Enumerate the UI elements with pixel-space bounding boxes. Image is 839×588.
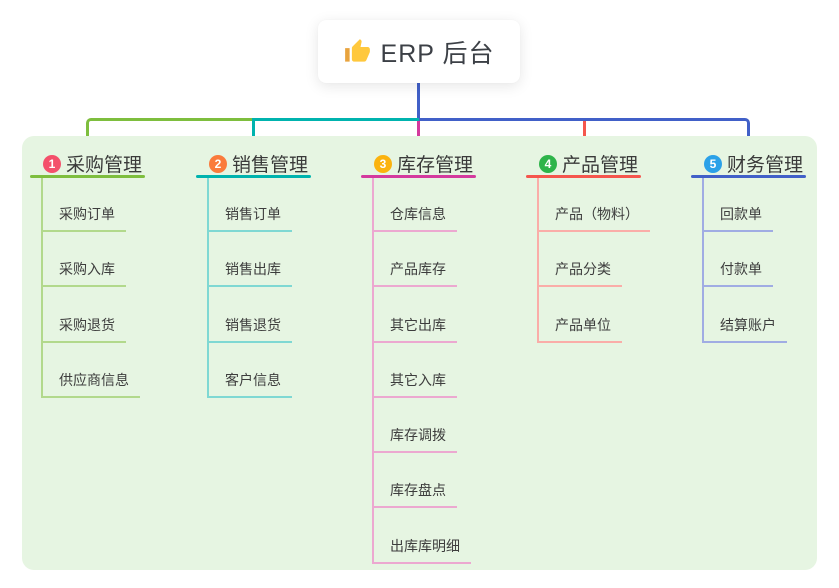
child-node[interactable]: 仓库信息: [372, 205, 457, 232]
child-node[interactable]: 供应商信息: [41, 371, 140, 398]
bus-elbow-left-green: [86, 118, 254, 145]
child-label: 销售出库: [225, 261, 281, 277]
branch-underline: [361, 175, 476, 178]
child-node[interactable]: 付款单: [702, 260, 773, 287]
root-node[interactable]: ERP 后台: [318, 20, 520, 83]
child-label: 产品分类: [555, 261, 611, 277]
child-label: 产品（物料）: [555, 206, 639, 222]
child-node[interactable]: 客户信息: [207, 371, 292, 398]
child-label: 采购订单: [59, 206, 115, 222]
child-node[interactable]: 其它出库: [372, 316, 457, 343]
branch-label: 财务管理: [727, 155, 804, 176]
child-node[interactable]: 其它入库: [372, 371, 457, 398]
branch-column-sales: 2 销售管理 销售订单 销售出库 销售退货 客户信息: [196, 145, 311, 575]
child-node[interactable]: 采购入库: [41, 260, 126, 287]
child-label: 销售退货: [225, 317, 281, 333]
child-label: 客户信息: [225, 372, 281, 388]
child-label: 产品单位: [555, 317, 611, 333]
child-node[interactable]: 出库库明细: [372, 537, 471, 564]
child-node[interactable]: 产品（物料）: [537, 205, 650, 232]
child-node[interactable]: 销售出库: [207, 260, 292, 287]
branch-underline: [30, 175, 145, 178]
child-label: 库存盘点: [390, 482, 446, 498]
branch-underline: [526, 175, 641, 178]
branch-spine-line: [537, 178, 539, 342]
branch-label: 库存管理: [397, 155, 474, 176]
branch-number-badge: 2: [209, 154, 227, 173]
root-title: ERP 后台: [380, 39, 495, 68]
bus-segment-teal: [254, 118, 419, 121]
child-label: 出库库明细: [390, 538, 460, 554]
child-label: 采购入库: [59, 261, 115, 277]
branch-column-inventory: 3 库存管理 仓库信息 产品库存 其它出库 其它入库 库存调拨 库存盘点 出库库…: [361, 145, 476, 575]
branch-label: 产品管理: [562, 155, 639, 176]
branch-header-sales[interactable]: 2 销售管理: [196, 150, 311, 177]
branch-label: 采购管理: [66, 155, 143, 176]
branch-spine-line: [372, 178, 374, 563]
branch-number-badge: 1: [43, 154, 61, 173]
thumbs-up-icon: [344, 39, 370, 62]
branches-panel: [22, 136, 817, 570]
child-node[interactable]: 产品单位: [537, 316, 622, 343]
child-label: 回款单: [720, 206, 762, 222]
bus-elbow-right-blue: [419, 118, 750, 145]
branch-column-product: 4 产品管理 产品（物料） 产品分类 产品单位: [526, 145, 650, 575]
child-label: 供应商信息: [59, 372, 129, 388]
branch-spine-line: [207, 178, 209, 397]
child-label: 采购退货: [59, 317, 115, 333]
child-node[interactable]: 采购退货: [41, 316, 126, 343]
child-node[interactable]: 库存盘点: [372, 481, 457, 508]
branch-column-purchase: 1 采购管理 采购订单 采购入库 采购退货 供应商信息: [30, 145, 145, 575]
child-label: 其它出库: [390, 317, 446, 333]
branch-spine-line: [41, 178, 43, 397]
child-node[interactable]: 销售订单: [207, 205, 292, 232]
child-label: 仓库信息: [390, 206, 446, 222]
branch-number-badge: 3: [374, 154, 392, 173]
drop-line-sales: [252, 118, 255, 145]
drop-line-product: [583, 121, 586, 145]
child-node[interactable]: 采购订单: [41, 205, 126, 232]
child-label: 付款单: [720, 261, 762, 277]
branch-header-inventory[interactable]: 3 库存管理: [361, 150, 476, 177]
branch-number-badge: 5: [704, 154, 722, 173]
child-node[interactable]: 库存调拨: [372, 426, 457, 453]
child-node[interactable]: 结算账户: [702, 316, 787, 343]
child-label: 库存调拨: [390, 427, 446, 443]
branch-header-product[interactable]: 4 产品管理: [526, 150, 641, 177]
branch-number-badge: 4: [539, 154, 557, 173]
drop-line-inventory: [417, 121, 420, 145]
branch-underline: [691, 175, 806, 178]
child-label: 其它入库: [390, 372, 446, 388]
child-label: 结算账户: [720, 317, 776, 333]
branch-spine-line: [702, 178, 704, 342]
root-connector-line: [417, 83, 420, 120]
child-node[interactable]: 产品库存: [372, 260, 457, 287]
child-label: 产品库存: [390, 261, 446, 277]
child-node[interactable]: 产品分类: [537, 260, 622, 287]
branch-underline: [196, 175, 311, 178]
branch-header-finance[interactable]: 5 财务管理: [691, 150, 806, 177]
child-label: 销售订单: [225, 206, 281, 222]
child-node[interactable]: 回款单: [702, 205, 773, 232]
branch-label: 销售管理: [232, 155, 309, 176]
child-node[interactable]: 销售退货: [207, 316, 292, 343]
branch-header-purchase[interactable]: 1 采购管理: [30, 150, 145, 177]
branch-column-finance: 5 财务管理 回款单 付款单 结算账户: [691, 145, 806, 575]
